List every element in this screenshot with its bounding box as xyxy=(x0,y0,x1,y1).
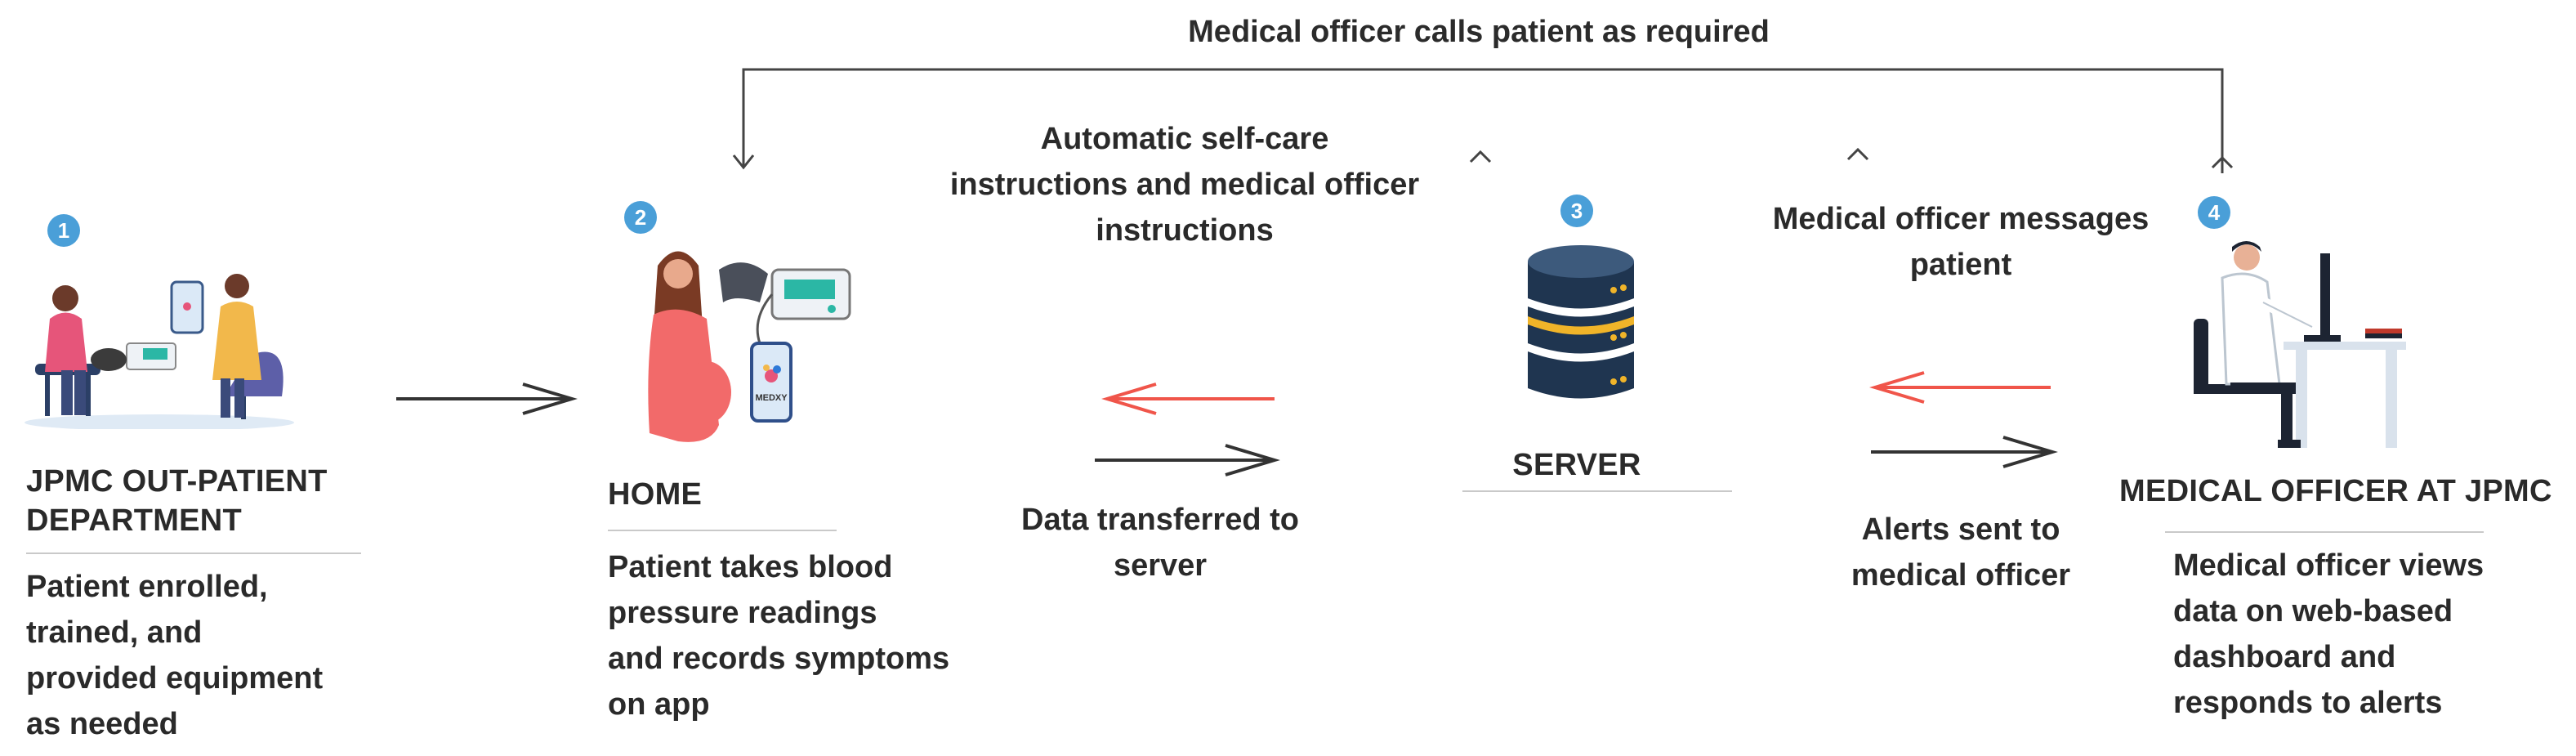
caret-right xyxy=(1846,147,1869,161)
data-label-line: Data transferred to xyxy=(1021,503,1299,537)
step4-desc-line: data on web-based xyxy=(2173,594,2453,629)
step1-description: Patient enrolled, trained, and provided … xyxy=(26,564,323,747)
step3-title: SERVER xyxy=(1512,448,1641,482)
step2-desc-line: pressure readings xyxy=(608,596,877,630)
step4-desc-line: responds to alerts xyxy=(2173,686,2443,720)
medical-officer-illustration xyxy=(2194,241,2406,448)
step1-desc-line: as needed xyxy=(26,707,178,741)
top-feedback-line xyxy=(742,68,2224,173)
auto-label-line: instructions and medical officer xyxy=(949,168,1420,202)
step2-desc-line: on app xyxy=(608,687,710,722)
step1-desc-line: Patient enrolled, xyxy=(26,570,268,604)
msg-label-line: Medical officer messages xyxy=(1772,202,2150,236)
app-label: MEDXY xyxy=(755,393,788,403)
step3-divider xyxy=(1462,490,1732,492)
label-alerts-sent: Alerts sent to medical officer xyxy=(1781,507,2141,598)
alerts-label-line: Alerts sent to xyxy=(1861,512,2060,547)
step2-title: HOME xyxy=(608,477,703,512)
step1-title-line: DEPARTMENT xyxy=(26,503,243,538)
step1-divider xyxy=(26,552,361,554)
alerts-label-line: medical officer xyxy=(1851,558,2071,593)
label-data-transferred: Data transferred to server xyxy=(980,497,1340,588)
auto-label-line: instructions xyxy=(1096,213,1274,248)
step1-title: JPMC OUT-PATIENT DEPARTMENT xyxy=(26,462,328,540)
caret-left xyxy=(1469,150,1492,163)
step1-badge: 1 xyxy=(47,214,80,247)
step1-desc-line: provided equipment xyxy=(26,661,324,696)
arrow-officer-to-server-red xyxy=(1869,371,2051,404)
step4-divider xyxy=(2165,531,2484,533)
server-icon xyxy=(1528,245,1634,399)
step2-description: Patient takes blood pressure readings an… xyxy=(608,544,949,727)
data-label-line: server xyxy=(1113,548,1208,583)
top-feedback-label: Medical officer calls patient as require… xyxy=(1188,15,1770,49)
step2-desc-line: Patient takes blood xyxy=(608,550,893,584)
step4-desc-line: Medical officer views xyxy=(2173,548,2484,583)
outpatient-illustration xyxy=(25,274,294,429)
step1-title-line: JPMC OUT-PATIENT xyxy=(26,464,328,499)
step4-title: MEDICAL OFFICER AT JPMC xyxy=(2119,474,2552,508)
step2-desc-line: and records symptoms xyxy=(608,642,950,676)
home-patient-illustration: MEDXY xyxy=(648,251,851,442)
step4-description: Medical officer views data on web-based … xyxy=(2173,543,2484,726)
step3-badge: 3 xyxy=(1560,195,1593,227)
arrow-server-to-home-red xyxy=(1101,382,1275,415)
step4-badge: 4 xyxy=(2198,196,2230,229)
step1-desc-line: trained, and xyxy=(26,615,203,650)
step4-desc-line: dashboard and xyxy=(2173,640,2396,674)
step2-divider xyxy=(608,530,837,531)
step2-badge: 2 xyxy=(624,201,657,234)
label-officer-messages: Medical officer messages patient xyxy=(1740,196,2181,288)
medical-caret-top xyxy=(2211,155,2234,169)
msg-label-line: patient xyxy=(1909,248,2012,282)
auto-label-line: Automatic self-care xyxy=(1040,122,1329,156)
arrow-server-to-officer xyxy=(1871,436,2058,468)
label-automatic-instructions: Automatic self-care instructions and med… xyxy=(915,116,1454,253)
arrow-step1-to-step2 xyxy=(396,382,578,415)
arrow-home-to-server xyxy=(1095,444,1280,476)
top-feedback-arrowhead xyxy=(732,154,755,170)
